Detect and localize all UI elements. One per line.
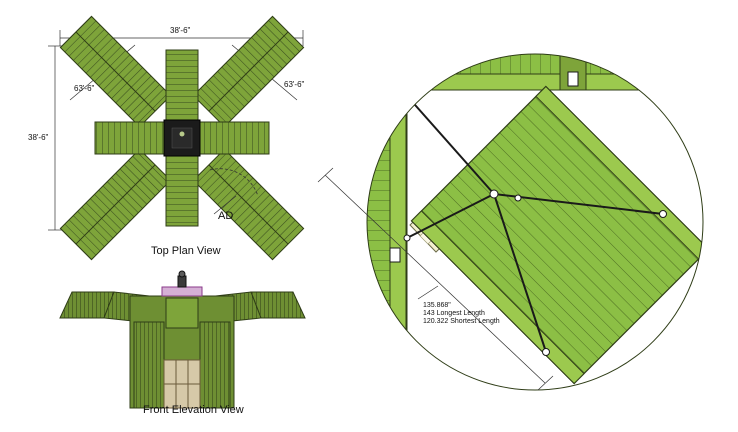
top-plan-height-dimension: 38'-6" [28,133,49,142]
top-plan-title: Top Plan View [151,245,221,257]
brace-node-icon [659,210,667,218]
top-plan-diag-dimension-left: 63'-6" [74,84,95,93]
elevation-left-panel [133,321,165,409]
detail-length-3: 120.322 Shortest Length [423,318,500,325]
brace-node-icon [542,348,550,356]
arm-ne [192,148,305,261]
arm-north [165,49,199,121]
hub-marker-icon [179,131,185,137]
detail-magenta-marker [404,76,412,84]
front-elevation-title: Front Elevation View [143,404,244,416]
detail-dimensions [317,167,554,391]
top-plan-hub [163,119,201,157]
ad-callout-arc [209,168,259,197]
arm-east [198,121,270,155]
elevation-roof-parapet [161,286,203,297]
arm-south [165,155,199,227]
detail-upper-frame [399,73,703,91]
detail-view [317,53,704,391]
brace-node-icon [489,189,499,199]
brace-cable-b [493,193,664,215]
ad-callout-label: AD [218,210,234,222]
ad-callout-leader [213,195,237,215]
detail-circle-outline [366,53,704,391]
detail-length-2: 143 Longest Length [423,310,485,317]
arm-west [94,121,166,155]
top-plan-diag-dimension-right: 63'-6" [284,80,305,89]
elevation-right-panel [199,321,231,409]
detail-bracket [389,247,401,263]
detail-bracket [395,91,415,105]
top-plan-cross-arms [94,49,270,227]
elevation-vent-icon [178,270,186,278]
detail-left-frame [389,95,407,390]
arm-nw [59,148,172,261]
brace-cable-d [406,193,495,239]
brace-node-icon [404,93,412,101]
detail-bracing [406,96,664,353]
detail-length-1: 135.868" [423,302,451,309]
brace-cable-c [493,193,547,353]
top-plan-view [48,15,305,261]
elevation-roof-unit [177,275,187,288]
brace-node-icon [403,234,411,242]
detail-bracket [567,71,579,87]
arm-se [192,15,305,128]
top-plan-width-dimension: 38'-6" [170,26,191,35]
brace-node-icon [514,194,522,202]
front-elevation-view [59,270,306,409]
top-plan-diagonal-arms [59,15,305,261]
arm-sw [59,15,172,128]
detail-dimension-line [324,174,546,384]
brace-cable-a [407,96,495,195]
elevation-top-module [165,297,199,329]
